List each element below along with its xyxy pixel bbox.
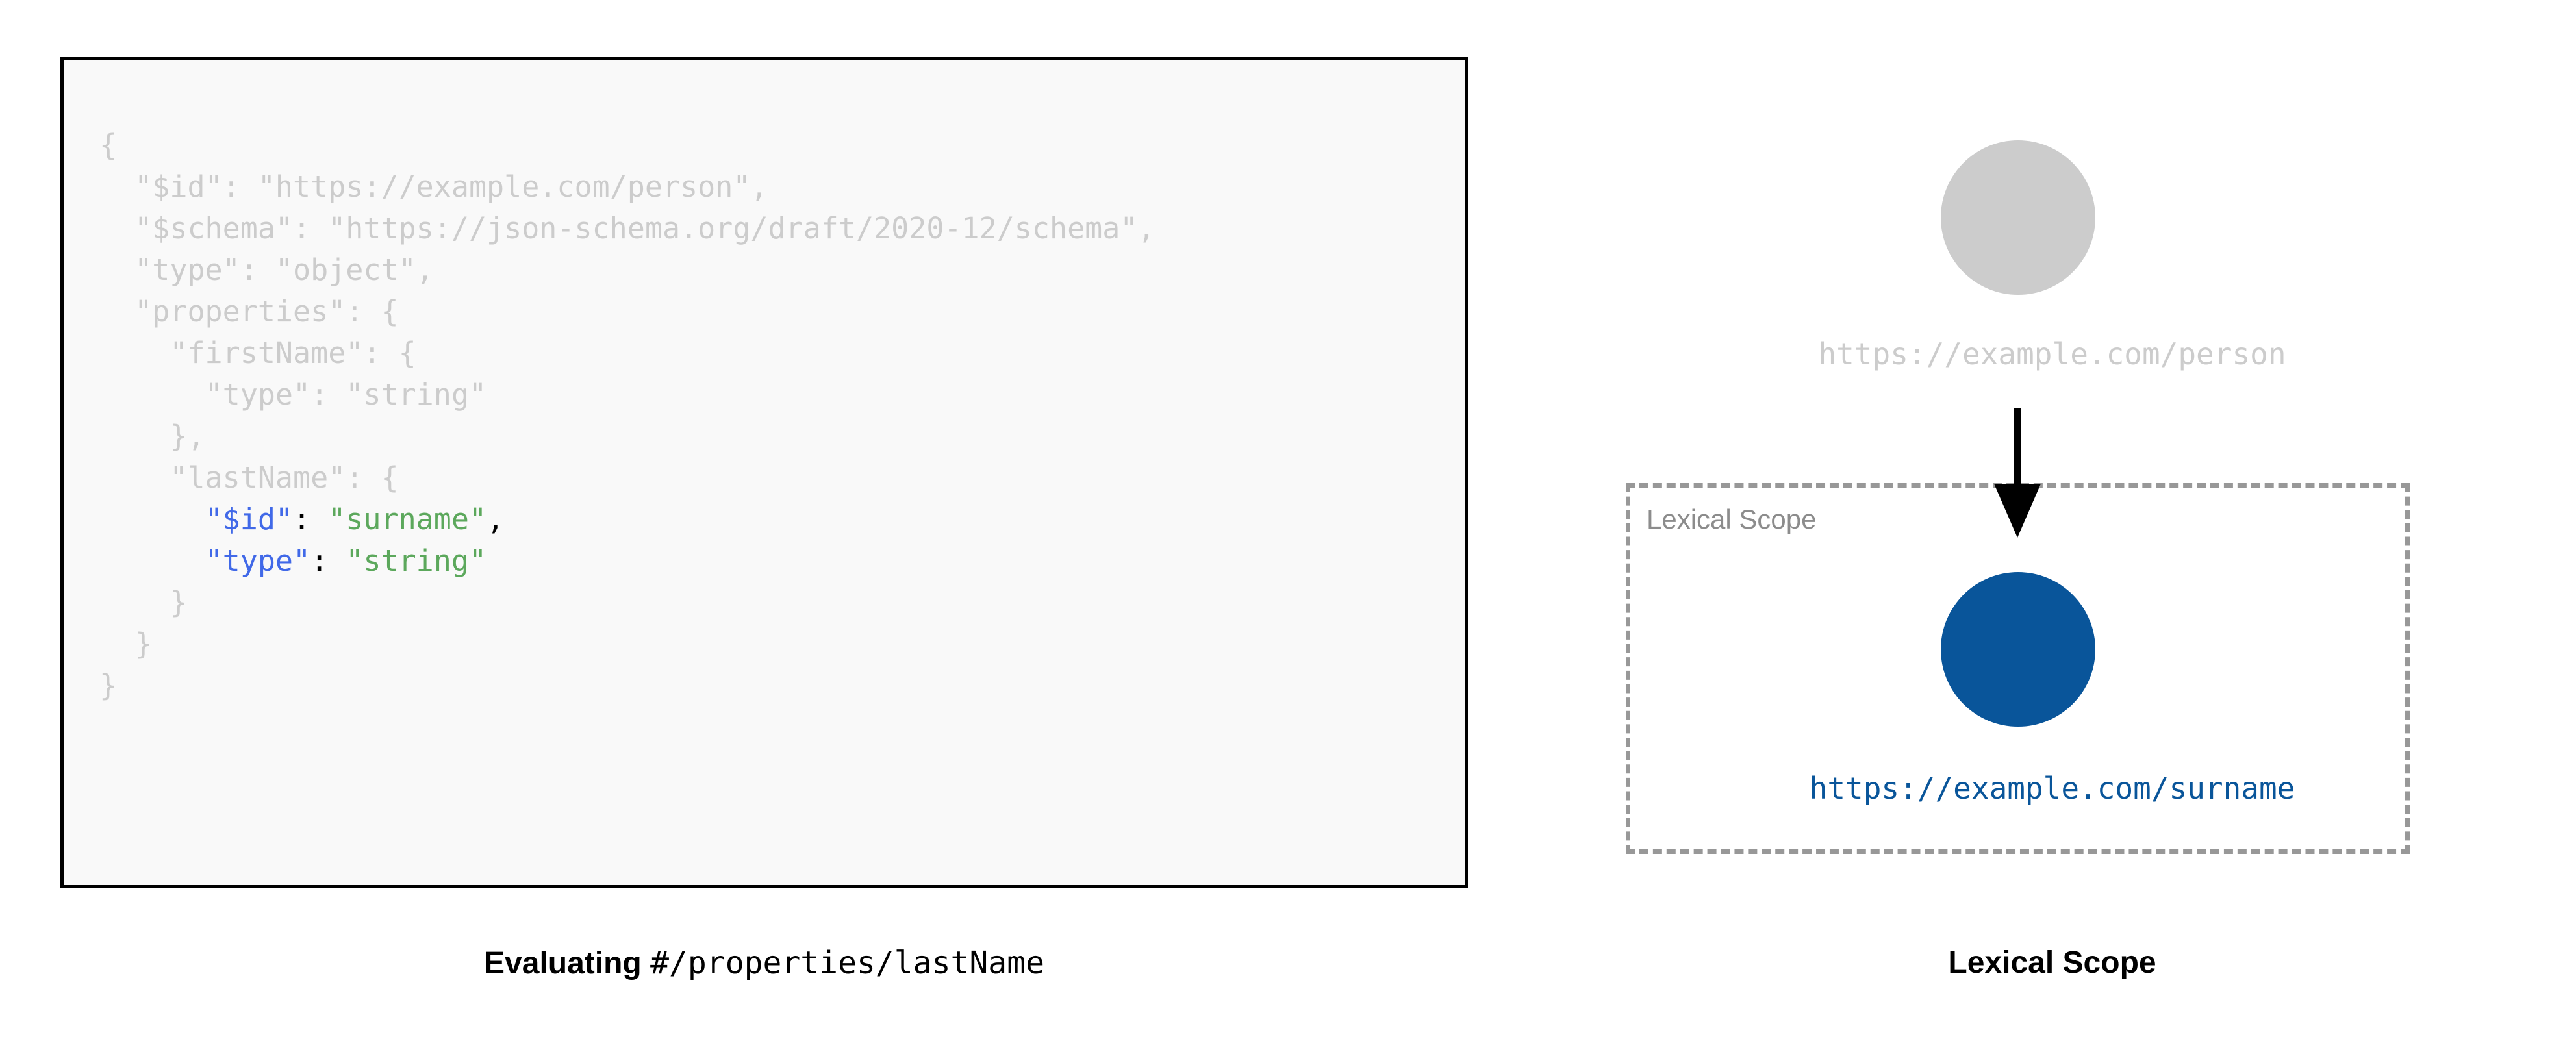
code-token: : — [310, 544, 346, 578]
code-indent — [99, 419, 170, 453]
code-line: } — [99, 582, 1458, 623]
code-token: } — [170, 585, 188, 620]
code-line: "$id": "https://example.com/person", — [99, 166, 1458, 208]
code-token: "surname" — [328, 502, 487, 536]
code-token: } — [134, 627, 153, 661]
code-indent — [99, 460, 170, 495]
code-indent — [99, 169, 134, 204]
base-uri-node-circle — [1941, 140, 2095, 295]
code-line: } — [99, 665, 1458, 707]
left-caption: Evaluating #/properties/lastName — [0, 945, 1528, 982]
json-schema-code-panel: { "$id": "https://example.com/person", "… — [60, 57, 1468, 888]
code-line: "firstName": { — [99, 332, 1458, 374]
code-token: "lastName": { — [170, 460, 399, 495]
code-line: "type": "string" — [99, 374, 1458, 416]
code-indent — [99, 253, 134, 287]
code-line: }, — [99, 416, 1458, 457]
code-token: "$id": "https://example.com/person", — [134, 169, 768, 204]
right-caption: Lexical Scope — [1948, 945, 2156, 980]
code-indent — [99, 585, 170, 620]
code-line: "type": "string" — [99, 540, 1458, 582]
code-line: "type": "object", — [99, 249, 1458, 291]
base-uri-node-label: https://example.com/person — [1818, 336, 2286, 371]
code-token: "type": "string" — [205, 377, 487, 412]
lexical-scope-inner-label: Lexical Scope — [1647, 504, 1817, 534]
code-token: "firstName": { — [170, 336, 416, 370]
code-indent — [99, 502, 205, 536]
code-listing: { "$id": "https://example.com/person", "… — [99, 125, 1458, 707]
code-line: { — [99, 125, 1458, 166]
code-indent — [99, 627, 134, 661]
lexical-scope-diagram: Lexical Scope https://example.com/person… — [1528, 0, 2576, 1039]
code-line: "lastName": { — [99, 457, 1458, 499]
code-line: } — [99, 623, 1458, 665]
resolved-uri-node-label: https://example.com/surname — [1809, 771, 2295, 806]
code-line: "$schema": "https://json-schema.org/draf… — [99, 208, 1458, 249]
code-token: , — [486, 502, 505, 536]
code-token: : — [293, 502, 329, 536]
code-token: "properties": { — [134, 294, 399, 329]
code-indent — [99, 544, 205, 578]
resolved-uri-node-circle — [1941, 572, 2095, 727]
code-token: "type": "object", — [134, 253, 434, 287]
code-token: "type" — [205, 544, 311, 578]
code-indent — [99, 336, 170, 370]
code-token: }, — [170, 419, 205, 453]
code-token: "$schema": "https://json-schema.org/draf… — [134, 211, 1155, 245]
code-line: "$id": "surname", — [99, 499, 1458, 540]
code-token: } — [99, 668, 118, 703]
code-indent — [99, 377, 205, 412]
code-indent — [99, 211, 134, 245]
code-token: { — [99, 128, 118, 162]
left-caption-bold: Evaluating — [484, 946, 651, 981]
left-caption-pointer: #/properties/lastName — [650, 945, 1044, 981]
code-indent — [99, 294, 134, 329]
code-line: "properties": { — [99, 291, 1458, 332]
code-token: "string" — [346, 544, 487, 578]
code-token: "$id" — [205, 502, 294, 536]
